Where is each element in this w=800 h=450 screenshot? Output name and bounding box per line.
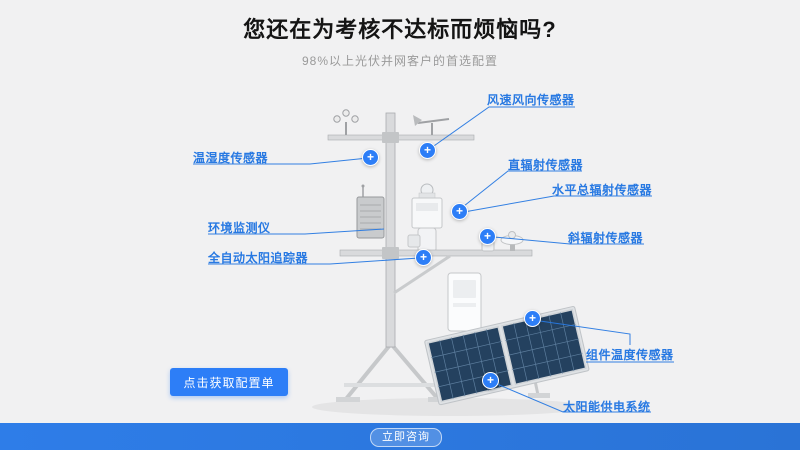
- label-environment-monitor: 环境监测仪: [208, 221, 271, 235]
- mid-bracket: [382, 247, 399, 259]
- label-wind-sensor: 风速风向传感器: [487, 93, 575, 107]
- get-configuration-button[interactable]: 点击获取配置单: [170, 368, 288, 396]
- weather-station-illustration: [312, 109, 590, 416]
- hotspot-module-temp-sensor[interactable]: [524, 310, 541, 327]
- label-temp-humidity-sensor: 温湿度传感器: [193, 151, 269, 165]
- datalogger-box: [447, 272, 482, 332]
- label-direct-radiation-sensor: 直辐射传感器: [508, 158, 584, 172]
- hotspot-solar-power-system[interactable]: [482, 372, 499, 389]
- hotspot-solar-tracker[interactable]: [415, 249, 432, 266]
- tracker-unit: [407, 227, 437, 253]
- label-solar-tracker: 全自动太阳追踪器: [208, 251, 309, 265]
- env-monitor-box: [356, 184, 385, 239]
- crossbar-mid: [339, 249, 533, 257]
- hotspot-horizontal-radiation-sensor[interactable]: [451, 203, 468, 220]
- crossbar-top: [327, 134, 475, 141]
- footer-bar: 立即咨询: [0, 423, 800, 450]
- label-tilted-radiation-sensor: 斜辐射传感器: [568, 231, 644, 245]
- label-horizontal-radiation-sensor: 水平总辐射传感器: [552, 183, 653, 197]
- page-subtitle: 98%以上光伏并网客户的首选配置: [301, 54, 499, 68]
- horizontal-radiation-sensor: [500, 231, 524, 251]
- pyranometer-head: [411, 183, 443, 229]
- hotspot-wind-sensor[interactable]: [419, 142, 436, 159]
- label-module-temp-sensor: 组件温度传感器: [586, 348, 674, 362]
- hotspot-tilted-radiation-sensor[interactable]: [479, 228, 496, 245]
- footer-contact-button[interactable]: 立即咨询: [370, 428, 442, 447]
- anemometer-icon: [333, 109, 359, 135]
- wind-vane-icon: [413, 115, 450, 135]
- top-bracket: [382, 132, 399, 143]
- main-pole: [385, 112, 396, 348]
- hotspot-temp-humidity-sensor[interactable]: [362, 149, 379, 166]
- page-title: 您还在为考核不达标而烦恼吗?: [243, 17, 557, 42]
- label-solar-power-system: 太阳能供电系统: [563, 400, 651, 414]
- diagonal-brace: [393, 254, 451, 295]
